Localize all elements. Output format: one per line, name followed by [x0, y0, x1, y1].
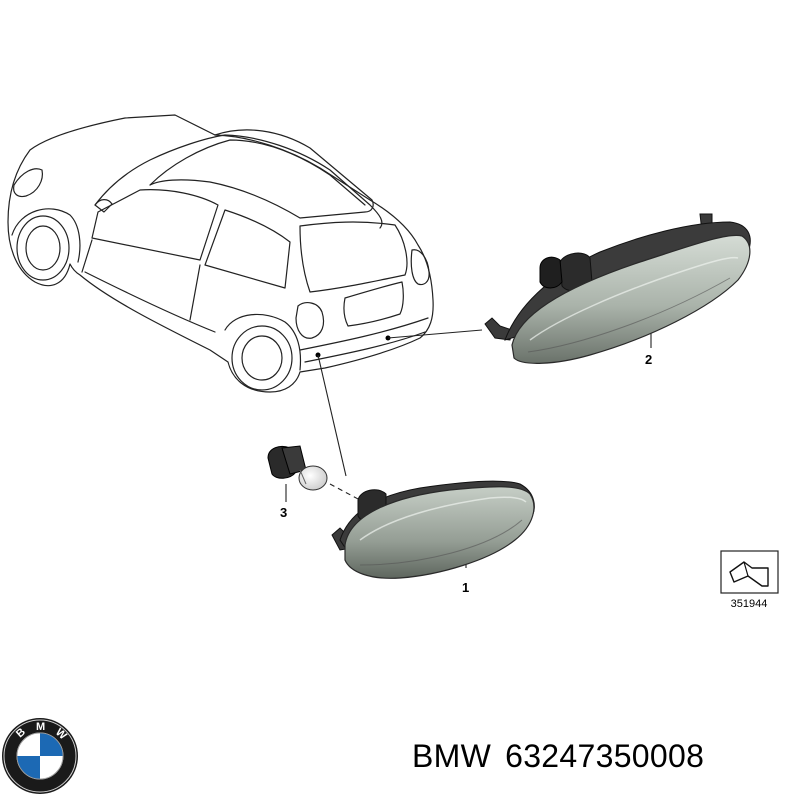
part-number: 63247350008	[505, 738, 705, 774]
reference-box: 351944	[720, 550, 779, 610]
car-outline-drawing	[7, 114, 434, 393]
reference-number: 351944	[731, 598, 768, 610]
side-marker-lamp-part-2	[484, 213, 751, 364]
bmw-logo: B M W	[2, 718, 78, 794]
leader-line-part-2	[387, 329, 483, 339]
callout-part-2: 2	[645, 352, 652, 367]
callout-part-3: 3	[280, 505, 287, 520]
brand-name: BMW	[412, 738, 492, 774]
arrow-icon	[729, 561, 769, 587]
callout-part-1: 1	[462, 580, 469, 595]
brand-caption: BMW 63247350008	[412, 738, 704, 775]
leader-line-part-3-dashed	[329, 483, 361, 501]
side-marker-lamp-part-1	[331, 480, 535, 579]
leader-line-part-1	[317, 354, 347, 477]
bmw-logo-letter-m: M	[36, 721, 45, 733]
bulb-part-3	[267, 445, 328, 491]
